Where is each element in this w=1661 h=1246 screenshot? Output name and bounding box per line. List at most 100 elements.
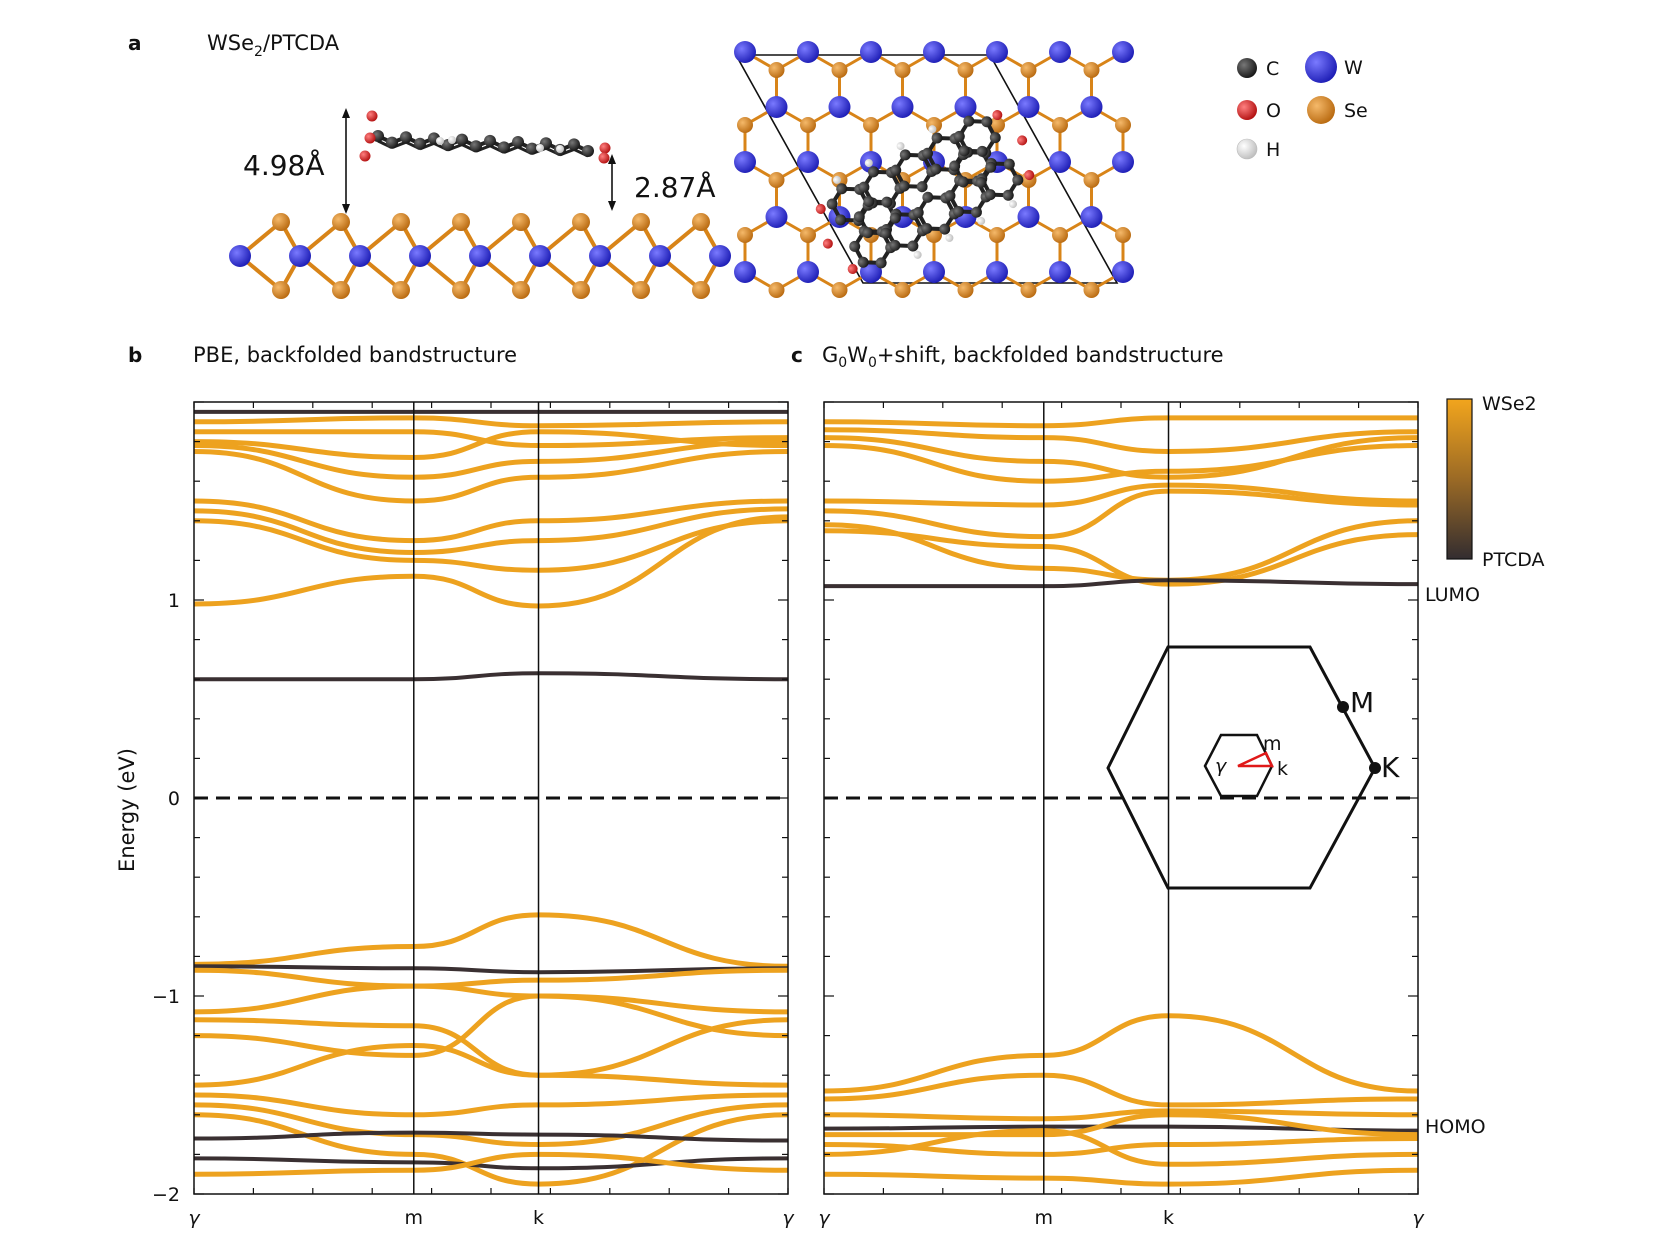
- selenium-atom: [1083, 282, 1100, 298]
- selenium-atom: [800, 227, 816, 243]
- selenium-atom: [692, 281, 710, 299]
- carbon-atom: [881, 196, 893, 208]
- x-tick-label: γ: [818, 1207, 831, 1229]
- carbon-atom: [484, 134, 496, 147]
- band-line-12: [194, 964, 788, 975]
- selenium-atom: [1020, 282, 1037, 298]
- band-line-16: [824, 1167, 1418, 1187]
- band-line-16: [194, 993, 788, 1058]
- large-brillouin-hexagon: [1106, 645, 1377, 890]
- selenium-atom: [572, 213, 590, 231]
- panel-b-label: b: [128, 343, 142, 367]
- carbon-atom: [899, 149, 911, 161]
- oxygen-atom: [364, 132, 376, 144]
- band-line-8: [824, 578, 1418, 589]
- carbon-atom: [456, 133, 468, 146]
- ptcda-top: [815, 110, 1035, 274]
- band-line-13: [194, 967, 788, 989]
- panel-c-title: G0W0+shift, backfolded bandstructure: [822, 343, 1224, 371]
- selenium-atom: [1083, 62, 1100, 78]
- top-view-structure: [734, 41, 1134, 298]
- band-line-0: [194, 514, 788, 609]
- tungsten-atom: [1017, 206, 1040, 228]
- panel-a-title: WSe2/PTCDA: [207, 31, 340, 60]
- brillouin-zone-inset: M K γ m k: [1106, 645, 1400, 890]
- band-line-1: [824, 528, 1418, 587]
- selenium-atom: [332, 213, 350, 231]
- tungsten-atom: [734, 151, 756, 173]
- tungsten-atom: [1080, 206, 1103, 228]
- hydrogen-atom: [928, 125, 937, 134]
- carbon-atom: [944, 190, 956, 202]
- x-tick-label: γ: [188, 1207, 201, 1229]
- selenium-atom: [1115, 227, 1131, 243]
- small-k-label: k: [1277, 758, 1288, 780]
- tungsten-atom: [986, 41, 1008, 63]
- band-line-8: [194, 415, 788, 429]
- hydrogen-atom: [556, 145, 564, 153]
- hydrogen-atom: [913, 250, 922, 259]
- x-tick-label: γ: [1412, 1207, 1425, 1229]
- oxygen-atom: [992, 110, 1003, 121]
- selenium-atom: [768, 172, 785, 188]
- tungsten-atom: [734, 41, 756, 63]
- selenium-atom: [632, 213, 650, 231]
- y-tick-label: −2: [152, 1184, 180, 1206]
- tungsten-atom: [954, 96, 977, 118]
- oxygen-atom: [1017, 135, 1028, 146]
- tungsten-atom: [828, 96, 851, 118]
- tungsten-atom: [1112, 261, 1134, 283]
- legend-label-c: C: [1266, 58, 1279, 80]
- oxygen-atom: [599, 142, 611, 154]
- tungsten-atom: [1080, 96, 1103, 118]
- hydrogen-atom: [945, 233, 954, 242]
- tungsten-atom: [1049, 261, 1071, 283]
- tungsten-atom: [709, 245, 731, 267]
- colorbar-gradient: [1446, 398, 1473, 560]
- carbon-atom: [989, 132, 1001, 144]
- legend-oxygen-icon: [1237, 100, 1257, 120]
- carbon-atom: [835, 214, 847, 226]
- carbon-atom: [867, 166, 879, 178]
- legend-label-se: Se: [1344, 100, 1368, 122]
- carbon-atom: [963, 115, 975, 127]
- selenium-atom: [632, 281, 650, 299]
- carbon-atom: [953, 206, 965, 218]
- band-line-9: [824, 1013, 1418, 1094]
- carbon-atom: [958, 145, 970, 157]
- homo-label: HOMO: [1425, 1116, 1486, 1138]
- oxygen-atom: [359, 150, 371, 162]
- tungsten-atom: [1112, 151, 1134, 173]
- carbon-atom: [984, 189, 996, 201]
- selenium-atom: [831, 62, 848, 78]
- colorbar: WSe2 PTCDA: [1446, 393, 1545, 571]
- x-tick-label: k: [1163, 1207, 1174, 1229]
- carbon-atom: [875, 257, 887, 269]
- band-line-21: [194, 1130, 788, 1143]
- selenium-atom: [512, 213, 530, 231]
- selenium-atom: [512, 281, 530, 299]
- band-line-1: [194, 518, 788, 573]
- panel-a: a WSe2/PTCDA 4.98Å 2.87Å C O H W: [128, 31, 1368, 299]
- selenium-atom: [768, 282, 785, 298]
- selenium-atom: [894, 62, 911, 78]
- band-line-12: [824, 1124, 1418, 1133]
- oxygen-atom: [822, 238, 833, 249]
- selenium-atom: [392, 213, 410, 231]
- carbon-atom: [939, 223, 951, 235]
- carbon-atom: [470, 140, 482, 153]
- oxygen-atom: [598, 152, 610, 164]
- tungsten-atom: [409, 245, 431, 267]
- selenium-atom: [452, 281, 470, 299]
- selenium-atom: [392, 281, 410, 299]
- carbon-atom: [826, 198, 838, 210]
- selenium-atom: [1083, 172, 1100, 188]
- band-line-15: [194, 1017, 788, 1078]
- band-line-2: [194, 506, 788, 555]
- band-line-4: [824, 443, 1418, 484]
- carbon-atom: [922, 191, 934, 203]
- carbon-atom: [981, 116, 993, 128]
- carbon-atom: [985, 161, 997, 173]
- carbon-atom: [907, 240, 919, 252]
